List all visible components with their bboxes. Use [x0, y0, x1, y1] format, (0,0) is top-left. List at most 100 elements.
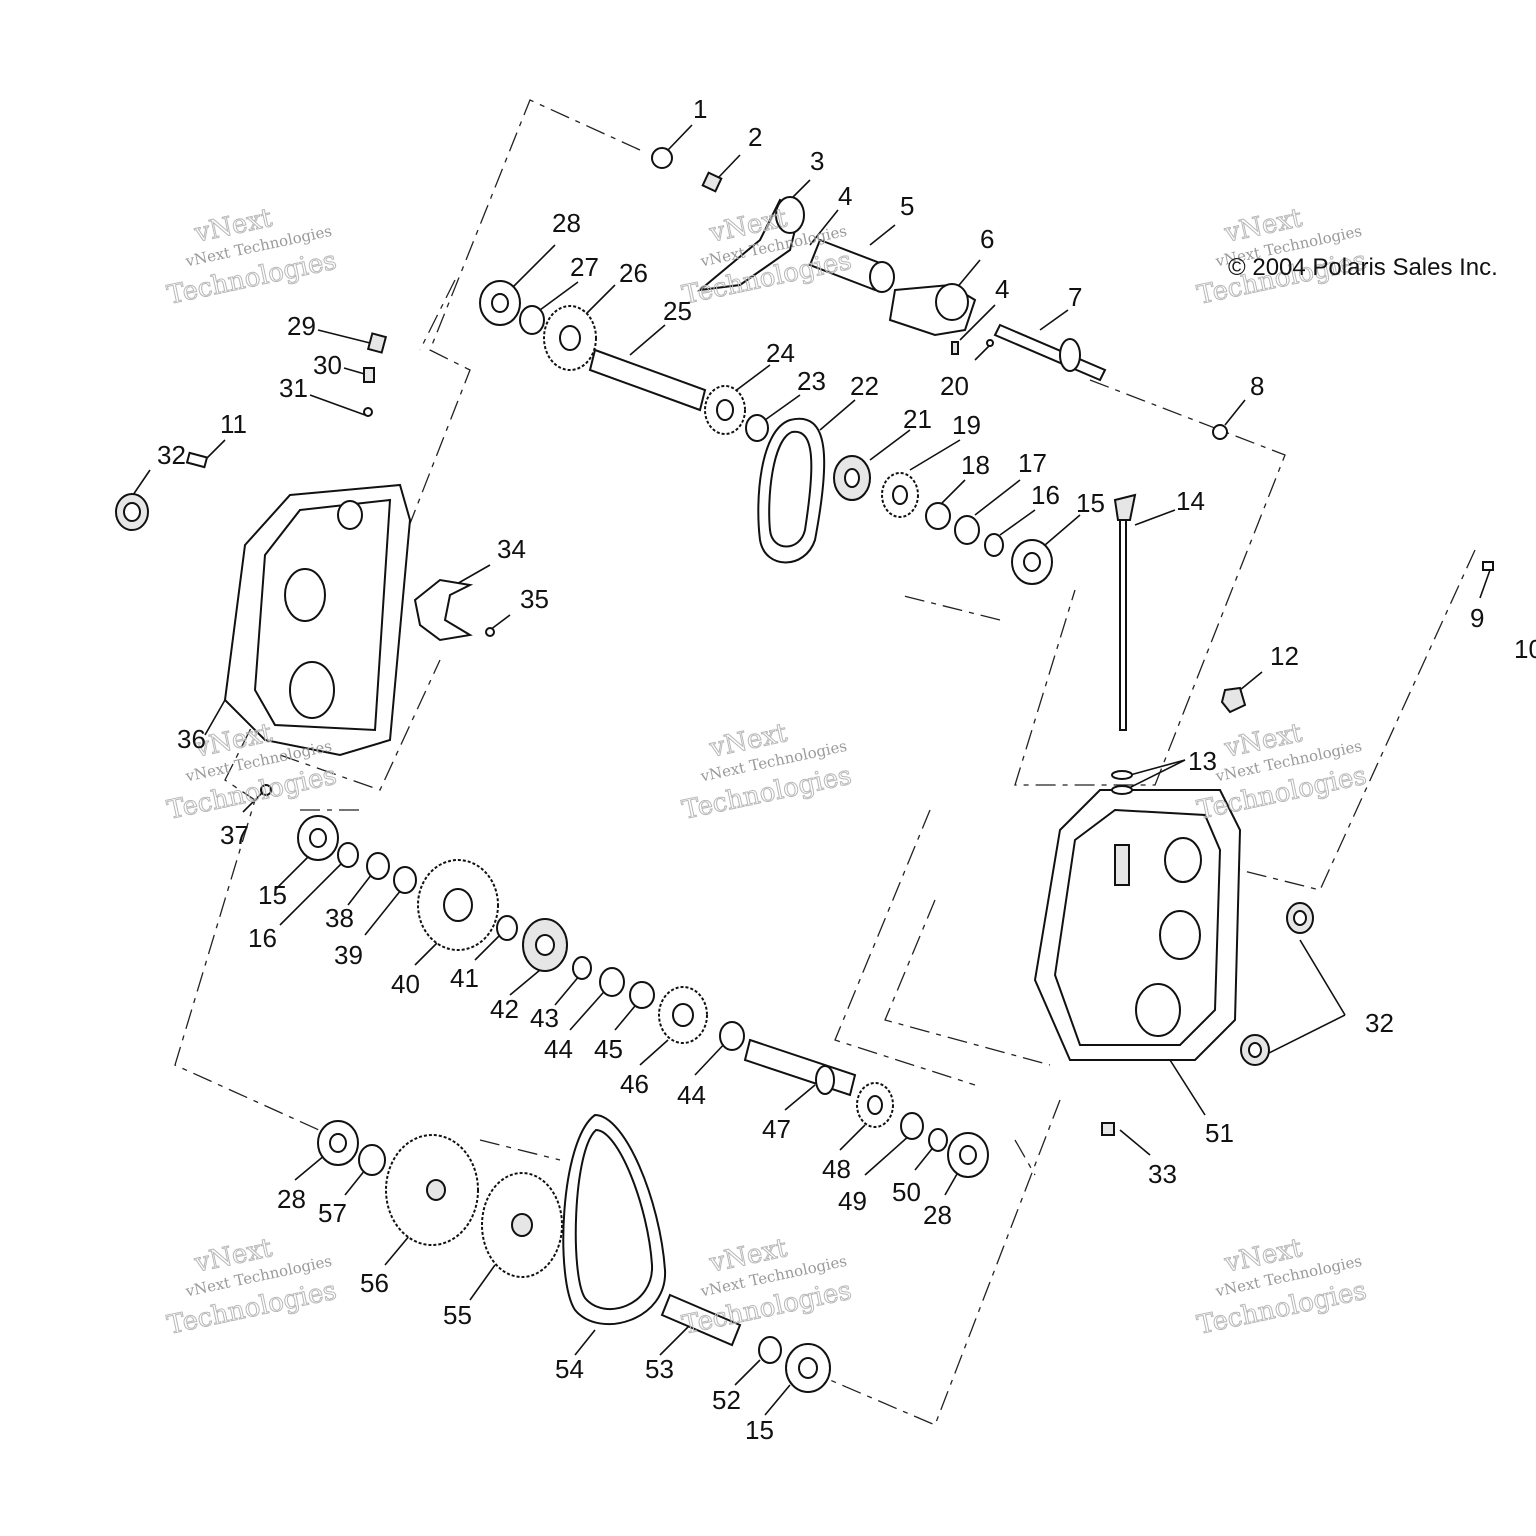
callout-label: 57: [318, 1198, 347, 1228]
callout-label: 28: [277, 1184, 306, 1214]
callout-label: 34: [497, 534, 526, 564]
part-bearing-15-top: [1011, 539, 1053, 585]
callout-label: 15: [745, 1415, 774, 1445]
part-ring-50: [928, 1128, 948, 1152]
callout-label: 48: [822, 1154, 851, 1184]
callout-label: 44: [544, 1034, 573, 1064]
callout-labels: 1 2 3 4 5 6 4 7 8 28 27 26 25 24 23 22 2…: [157, 94, 1536, 1445]
watermark-bottom-left: vNext vNext Technologies Technologies: [164, 1233, 340, 1342]
callout-label: 40: [391, 969, 420, 999]
part-gear-19: [881, 472, 919, 518]
callout-label: 4: [838, 181, 852, 211]
callout-label: 30: [313, 350, 342, 380]
callout-label: 25: [663, 296, 692, 326]
part-cap-12: [1220, 686, 1247, 714]
part-washer-49: [900, 1112, 924, 1140]
callout-label: 13: [1188, 746, 1217, 776]
part-nut-1: [651, 147, 673, 169]
callout-label: 29: [287, 311, 316, 341]
callout-label: 3: [810, 146, 824, 176]
callout-label: 16: [1031, 480, 1060, 510]
watermark-bottom-center: vNext vNext Technologies Technologies: [679, 1233, 855, 1342]
callout-label: 12: [1270, 641, 1299, 671]
callout-label: 52: [712, 1385, 741, 1415]
part-seal-32-upper: [1286, 902, 1314, 934]
part-shaft-25: [588, 348, 707, 412]
part-gear-48: [856, 1082, 894, 1128]
callout-label: 8: [1250, 371, 1264, 401]
part-sleeve-5: [808, 238, 895, 293]
callout-label: 33: [1148, 1159, 1177, 1189]
callout-label: 41: [450, 963, 479, 993]
callout-label: 56: [360, 1268, 389, 1298]
callout-label: 42: [490, 994, 519, 1024]
callout-label: 37: [220, 820, 249, 850]
part-bearing-28-mid: [947, 1132, 989, 1178]
callout-label: 17: [1018, 448, 1047, 478]
part-hub-21: [833, 455, 871, 501]
part-right-case-51: [1033, 789, 1242, 1061]
callout-label: 53: [645, 1354, 674, 1384]
part-pin-20: [986, 339, 994, 347]
callout-label: 47: [762, 1114, 791, 1144]
phantom-lines: [174, 99, 1476, 1426]
callout-label: 32: [157, 440, 186, 470]
callout-label: 54: [555, 1354, 584, 1384]
part-gear-40: [417, 859, 499, 951]
callout-label: 18: [961, 450, 990, 480]
part-bearing-15-mid: [297, 815, 339, 861]
callout-label: 15: [258, 880, 287, 910]
part-bearing-28-top: [479, 280, 521, 326]
part-shift-shaft-7: [993, 323, 1107, 382]
callout-label: 28: [552, 208, 581, 238]
callout-label: 7: [1068, 282, 1082, 312]
part-gear-24: [704, 385, 746, 435]
part-washer-39: [393, 866, 417, 894]
part-left-case-36: [223, 483, 412, 757]
part-chain-54: [562, 1113, 667, 1326]
part-ball-31: [363, 407, 373, 417]
callout-label: 44: [677, 1080, 706, 1110]
part-pin-9: [1482, 561, 1494, 571]
callout-label: 32: [1365, 1008, 1394, 1038]
leader-lines: [132, 124, 1491, 1416]
callout-label: 23: [797, 366, 826, 396]
part-seal-32-left: [115, 493, 149, 531]
callout-label: 24: [766, 338, 795, 368]
part-ring-23: [745, 414, 769, 442]
part-orings-13: [1111, 770, 1133, 795]
part-bolt-33: [1101, 1122, 1115, 1136]
callout-label: 36: [177, 724, 206, 754]
part-washer-44b: [719, 1021, 745, 1051]
watermark-bottom-right: vNext vNext Technologies Technologies: [1194, 1233, 1370, 1342]
callout-label: 6: [980, 224, 994, 254]
callout-label: 45: [594, 1034, 623, 1064]
part-sprocket-55: [481, 1172, 563, 1278]
part-shift-fork-6: [888, 283, 977, 337]
callout-label: 39: [334, 940, 363, 970]
callout-label: 27: [570, 252, 599, 282]
callout-label: 10: [1514, 634, 1536, 664]
part-washer-27: [519, 305, 545, 335]
part-chain-22: [757, 417, 826, 564]
part-seal-32-lower: [1240, 1034, 1270, 1066]
watermark-top-left: vNext vNext Technologies Technologies: [164, 203, 340, 312]
callout-label: 14: [1176, 486, 1205, 516]
part-ring-16-mid: [337, 842, 359, 868]
part-clutch-42: [522, 918, 568, 972]
part-shift-fork-3: [696, 196, 805, 292]
callout-label: 1: [693, 94, 707, 124]
part-ring-52: [758, 1336, 782, 1364]
callout-label: 38: [325, 903, 354, 933]
callout-label: 51: [1205, 1118, 1234, 1148]
part-clip-2: [701, 171, 723, 193]
part-washer-38: [366, 852, 390, 880]
callout-label: 16: [248, 923, 277, 953]
part-sprocket-26: [543, 305, 597, 371]
part-screw-37: [260, 784, 272, 796]
callout-label: 21: [903, 404, 932, 434]
callout-label: 46: [620, 1069, 649, 1099]
callout-label: 9: [1470, 603, 1484, 633]
